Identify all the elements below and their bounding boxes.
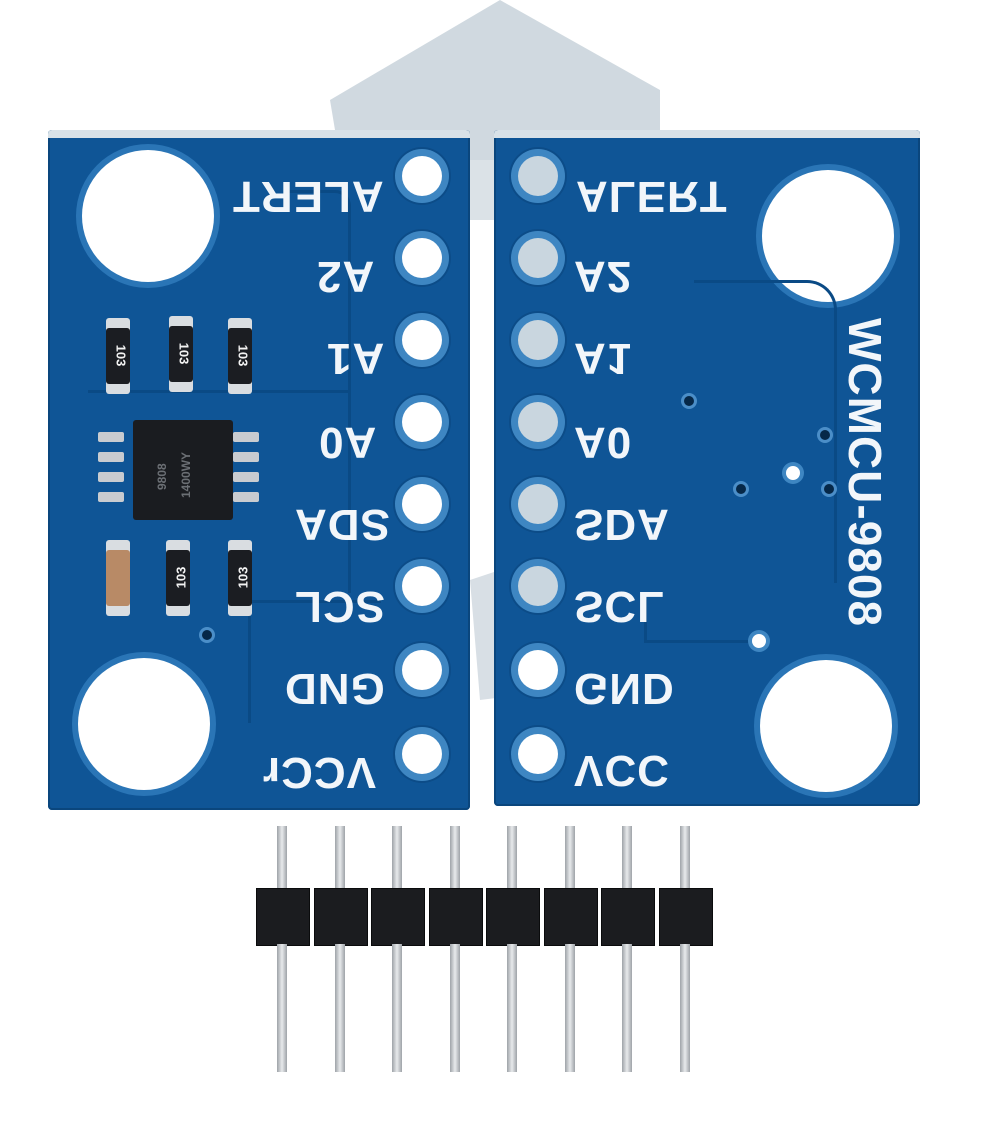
smd-capacitor xyxy=(106,550,130,606)
header-pad xyxy=(402,402,442,442)
pin-label-gnd: GND xyxy=(574,664,675,713)
pin-label-a0: A0 xyxy=(318,418,377,467)
header-housing xyxy=(256,888,310,946)
via xyxy=(736,484,746,494)
via xyxy=(824,484,834,494)
pin-label-alert: ALERT xyxy=(576,172,728,221)
ic-pin xyxy=(98,432,124,442)
temperature-sensor-chip: 9808 1400WY xyxy=(133,420,233,520)
mounting-hole xyxy=(78,658,210,790)
header-pad xyxy=(518,156,558,196)
smd-resistor: 103 xyxy=(228,550,252,606)
header-pad xyxy=(518,402,558,442)
header-pin-bottom xyxy=(507,944,517,1072)
header-pad xyxy=(402,156,442,196)
pin-label-vcc: VCCr xyxy=(262,748,377,797)
ic-marking: 1400WY xyxy=(179,451,193,498)
header-pad xyxy=(518,484,558,524)
via-pad xyxy=(752,634,766,648)
smd-resistor: 103 xyxy=(106,328,130,384)
ic-pin xyxy=(233,432,259,442)
header-housing xyxy=(543,888,598,946)
header-housing xyxy=(371,888,425,946)
header-pad xyxy=(518,650,558,690)
header-pin-bottom xyxy=(334,944,345,1072)
header-housing xyxy=(658,888,713,946)
header-pad xyxy=(402,650,442,690)
pin-label-sda: SDA xyxy=(574,500,670,549)
mounting-hole xyxy=(82,150,214,282)
pcb-trace xyxy=(644,600,767,643)
smd-resistor: 103 xyxy=(169,326,193,382)
resistor-marking: 103 xyxy=(176,342,192,365)
header-pin-bottom xyxy=(449,944,460,1072)
header-pad xyxy=(518,320,558,360)
via xyxy=(202,630,212,640)
header-pad xyxy=(518,734,558,774)
header-pin-bottom xyxy=(564,944,575,1072)
header-housing xyxy=(601,888,655,946)
ic-pin xyxy=(98,492,124,502)
pin-label-scl: SCL xyxy=(574,582,665,631)
ic-pin xyxy=(233,492,259,502)
sensor-board-front: 103 103 103 9808 1400WY 103 103 ALERT A2… xyxy=(48,130,470,810)
board-edge xyxy=(48,130,470,138)
pin-label-scl: SCL xyxy=(294,582,385,631)
board-name-label: WCMCU-9808 xyxy=(839,318,891,628)
via xyxy=(684,396,694,406)
pin-label-a0: A0 xyxy=(574,418,633,467)
header-pad xyxy=(518,238,558,278)
sensor-board-back: WCMCU-9808 ALERT A2 A1 A0 SDA SCL GND VC… xyxy=(494,130,920,806)
header-pad xyxy=(402,238,442,278)
header-housing xyxy=(486,888,540,946)
header-pad xyxy=(518,566,558,606)
pin-label-a2: A2 xyxy=(574,252,633,301)
smd-resistor: 103 xyxy=(228,328,252,384)
pin-label-a2: A2 xyxy=(316,252,375,301)
pcb-trace xyxy=(694,280,837,583)
header-pad xyxy=(402,734,442,774)
header-pin-bottom xyxy=(679,944,690,1072)
header-housing xyxy=(313,888,368,946)
pin-label-gnd: GND xyxy=(284,664,385,713)
header-pin-top xyxy=(564,826,575,890)
via-pad xyxy=(786,466,800,480)
smd-resistor: 103 xyxy=(166,550,190,606)
ic-pin xyxy=(233,472,259,482)
ic-pin xyxy=(233,452,259,462)
pin-label-a1: A1 xyxy=(326,334,385,383)
header-pin-bottom xyxy=(392,944,402,1072)
header-housing xyxy=(428,888,483,946)
pin-label-sda: SDA xyxy=(294,500,390,549)
header-pin-top xyxy=(277,826,287,890)
pcb-trace xyxy=(248,600,381,723)
header-pin-top xyxy=(392,826,402,890)
pin-label-a1: A1 xyxy=(574,334,633,383)
pin-label-vcc: VCC xyxy=(574,746,670,795)
pin-label-alert: ALERT xyxy=(232,172,384,221)
ic-pin xyxy=(98,452,124,462)
resistor-marking: 103 xyxy=(113,344,129,367)
header-pin-top xyxy=(679,826,690,890)
header-pad xyxy=(402,484,442,524)
header-pin-top xyxy=(449,826,460,890)
via xyxy=(820,430,830,440)
header-pin-top xyxy=(334,826,345,890)
header-pad xyxy=(402,320,442,360)
header-pin-top xyxy=(622,826,632,890)
pcb-trace xyxy=(88,390,351,473)
header-pin-top xyxy=(507,826,517,890)
header-pad xyxy=(402,566,442,606)
header-pin-bottom xyxy=(622,944,632,1072)
mounting-hole xyxy=(760,660,892,792)
ic-marking: 9808 xyxy=(155,463,169,490)
resistor-marking: 103 xyxy=(235,566,251,589)
resistor-marking: 103 xyxy=(173,566,189,589)
header-pin-bottom xyxy=(277,944,287,1072)
resistor-marking: 103 xyxy=(235,344,251,367)
ic-pin xyxy=(98,472,124,482)
board-edge xyxy=(494,130,920,138)
